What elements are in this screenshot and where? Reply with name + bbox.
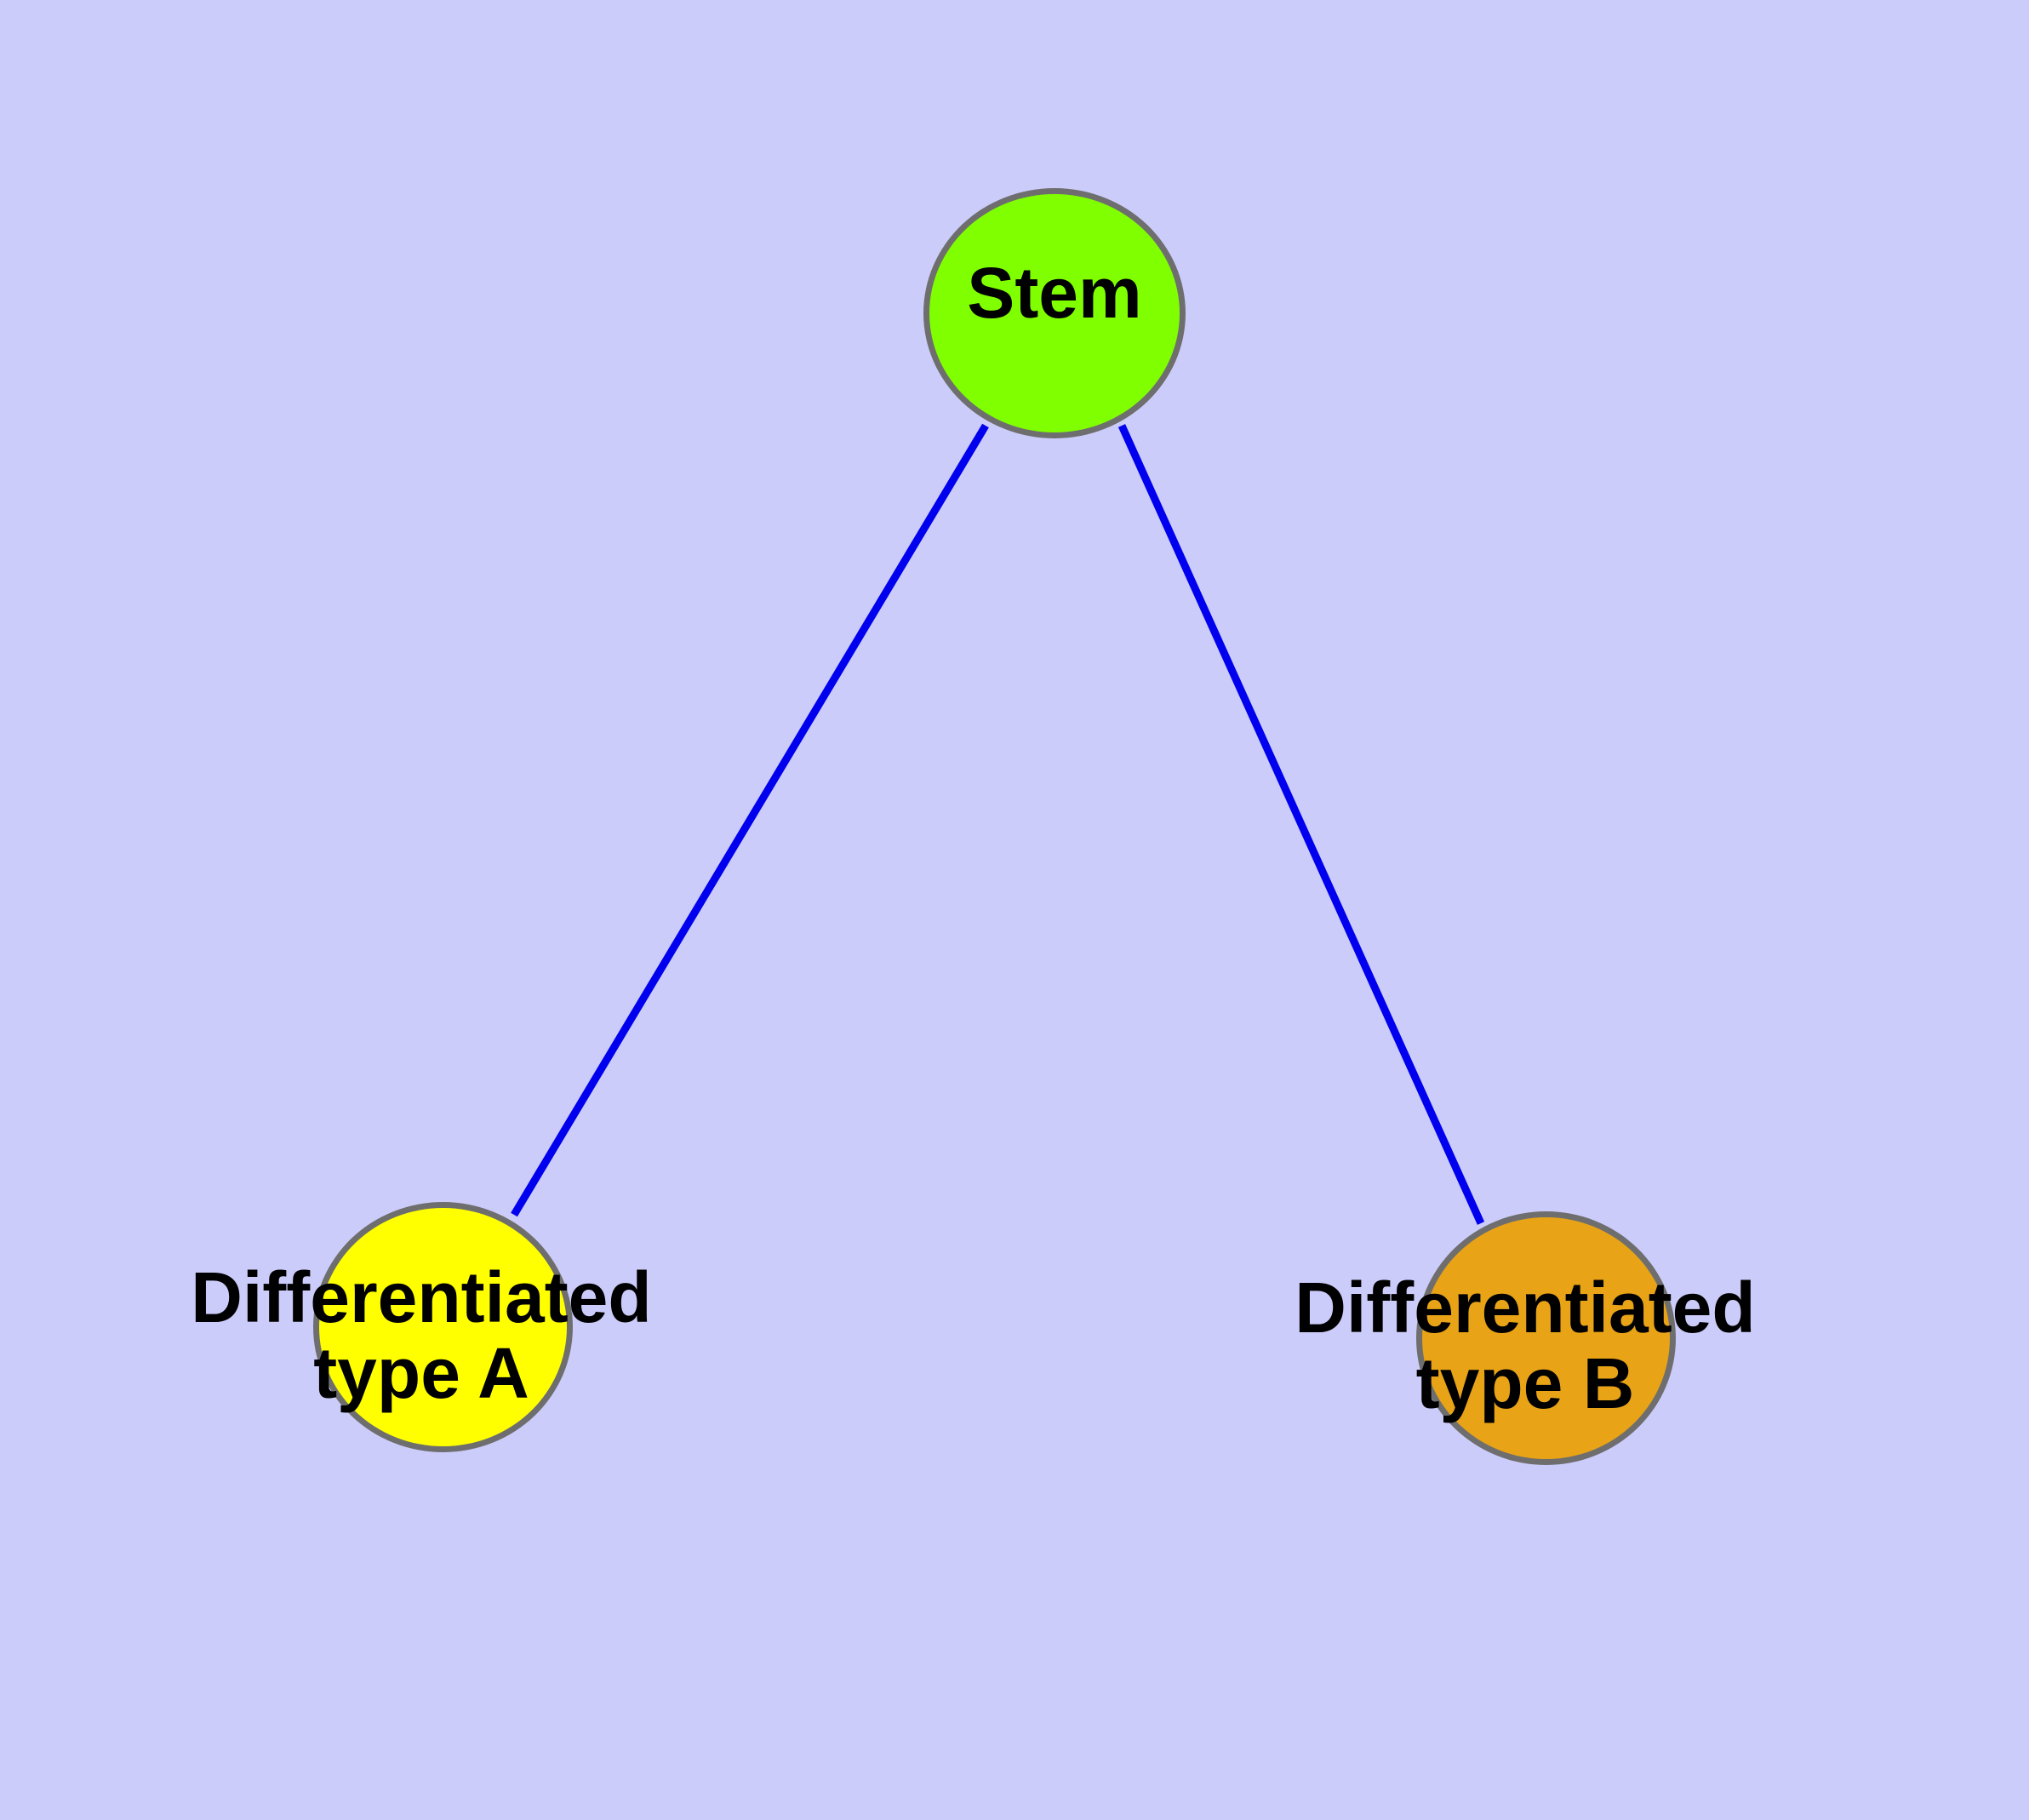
node-differentiated-type-a[interactable] [313,1202,573,1452]
edge-stem-to-type-a [511,423,989,1217]
edge-stem-to-type-b [1117,424,1485,1225]
node-differentiated-type-b[interactable] [1416,1211,1676,1465]
node-stem[interactable] [923,188,1186,438]
